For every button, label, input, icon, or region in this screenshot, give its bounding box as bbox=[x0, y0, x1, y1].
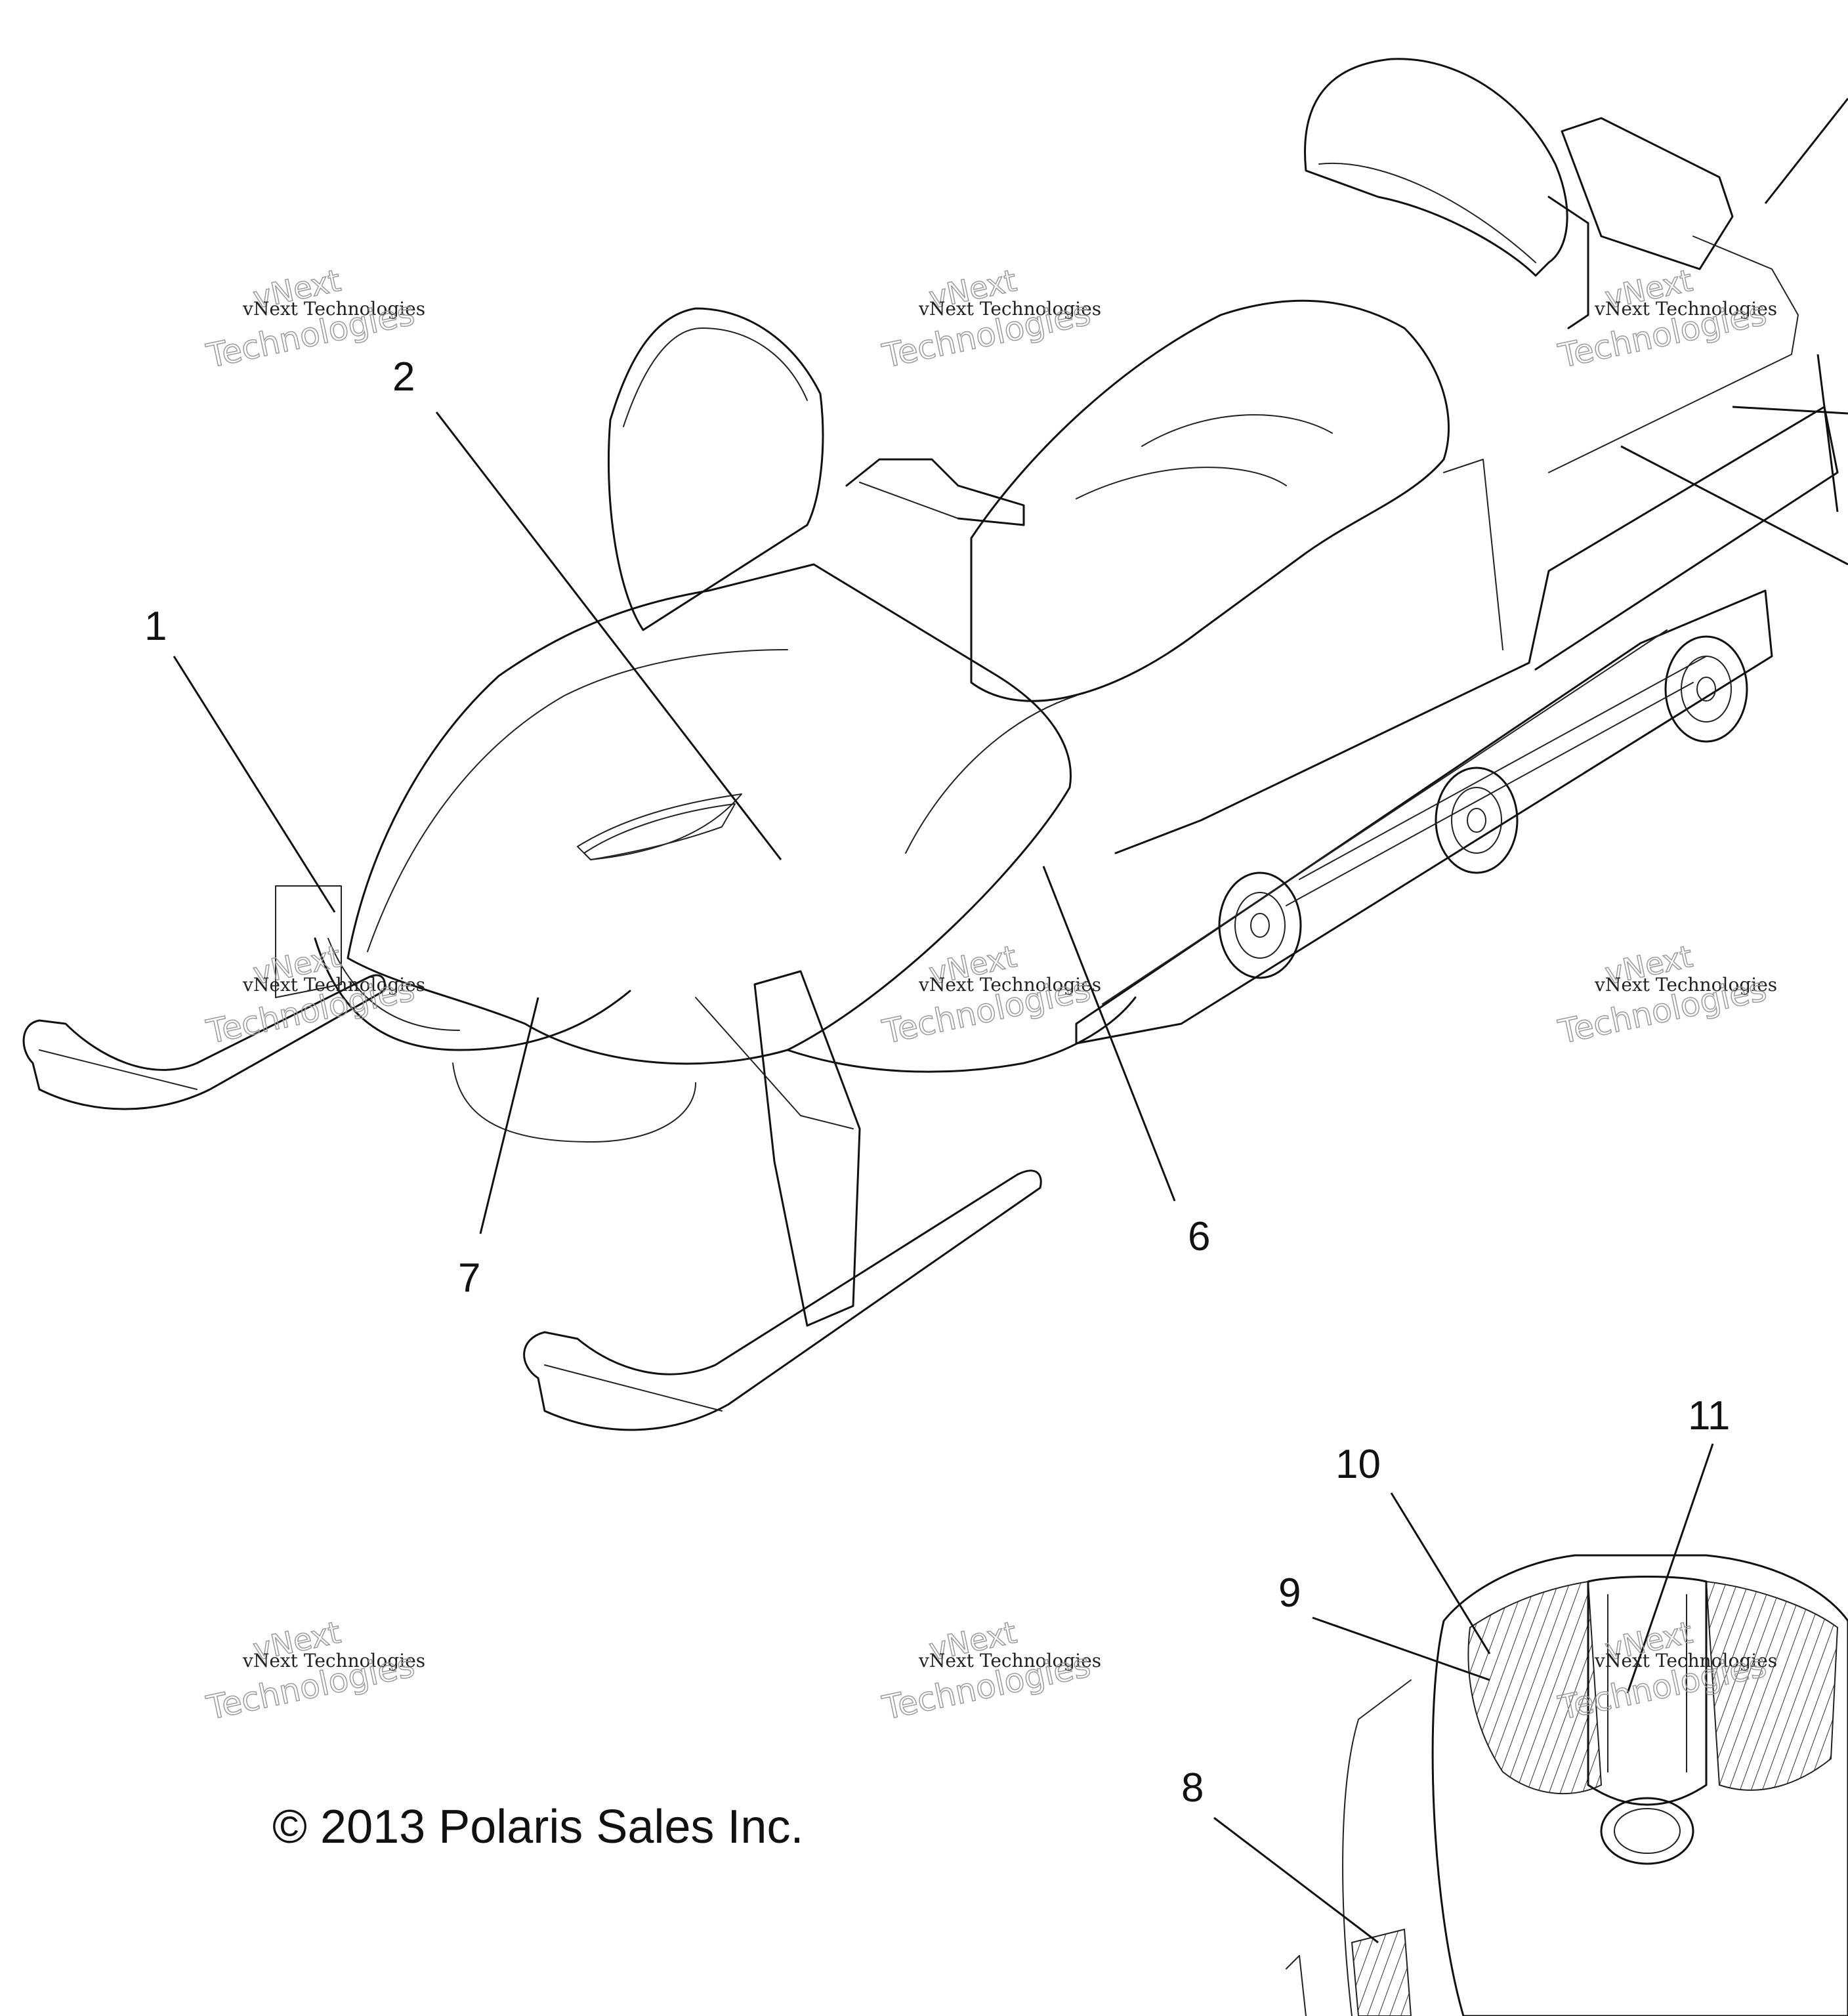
leader-top-right bbox=[1764, 98, 1848, 204]
track-wheels bbox=[1218, 635, 1748, 979]
leader-1 bbox=[173, 656, 336, 913]
watermark-caption: vNext Technologies bbox=[242, 1650, 425, 1671]
leader-8 bbox=[1213, 1816, 1379, 1944]
callout-8: 8 bbox=[1181, 1765, 1204, 1811]
watermark-6: vNext vNext Technologies Technologies bbox=[1555, 938, 1777, 1051]
watermark-caption: vNext Technologies bbox=[918, 974, 1101, 996]
leader-right-b bbox=[1620, 445, 1848, 566]
copyright-notice: © 2013 Polaris Sales Inc. bbox=[272, 1801, 803, 1853]
watermark-7: vNext vNext Technologies Technologies bbox=[203, 1614, 425, 1727]
callout-9: 9 bbox=[1278, 1570, 1301, 1616]
leader-7 bbox=[479, 997, 539, 1234]
watermark-caption: vNext Technologies bbox=[918, 298, 1101, 320]
right-ski bbox=[523, 970, 1042, 1431]
rear-view-inset bbox=[1286, 1554, 1848, 2016]
leader-6 bbox=[1042, 866, 1176, 1202]
leader-11 bbox=[1626, 1443, 1714, 1694]
callout-6: 6 bbox=[1188, 1214, 1210, 1259]
watermark-caption: vNext Technologies bbox=[242, 974, 425, 996]
callout-11: 11 bbox=[1688, 1393, 1730, 1438]
leader-9 bbox=[1312, 1616, 1490, 1681]
callout-10: 10 bbox=[1335, 1442, 1381, 1487]
callout-1: 1 bbox=[144, 604, 167, 649]
watermark-4: vNext vNext Technologies Technologies bbox=[203, 938, 425, 1051]
watermark-9: vNext vNext Technologies Technologies bbox=[1555, 1614, 1777, 1727]
leader-2 bbox=[435, 411, 782, 860]
watermark-caption: vNext Technologies bbox=[1594, 298, 1777, 320]
watermark-2: vNext vNext Technologies Technologies bbox=[879, 262, 1101, 375]
callout-2: 2 bbox=[392, 354, 415, 400]
watermark-caption: vNext Technologies bbox=[1594, 974, 1777, 996]
leader-right-a bbox=[1732, 406, 1848, 415]
watermark-8: vNext vNext Technologies Technologies bbox=[879, 1614, 1101, 1727]
left-ski bbox=[22, 885, 386, 1110]
leader-right-c bbox=[1816, 354, 1839, 513]
watermark-caption: vNext Technologies bbox=[918, 1650, 1101, 1671]
watermark-5: vNext vNext Technologies Technologies bbox=[879, 938, 1101, 1051]
snowmobile-drawing bbox=[22, 58, 1839, 1431]
callout-7: 7 bbox=[458, 1255, 480, 1301]
leader-lines bbox=[173, 98, 1848, 1944]
leader-10 bbox=[1390, 1492, 1491, 1654]
watermark-caption: vNext Technologies bbox=[242, 298, 425, 320]
watermark-caption: vNext Technologies bbox=[1594, 1650, 1777, 1671]
